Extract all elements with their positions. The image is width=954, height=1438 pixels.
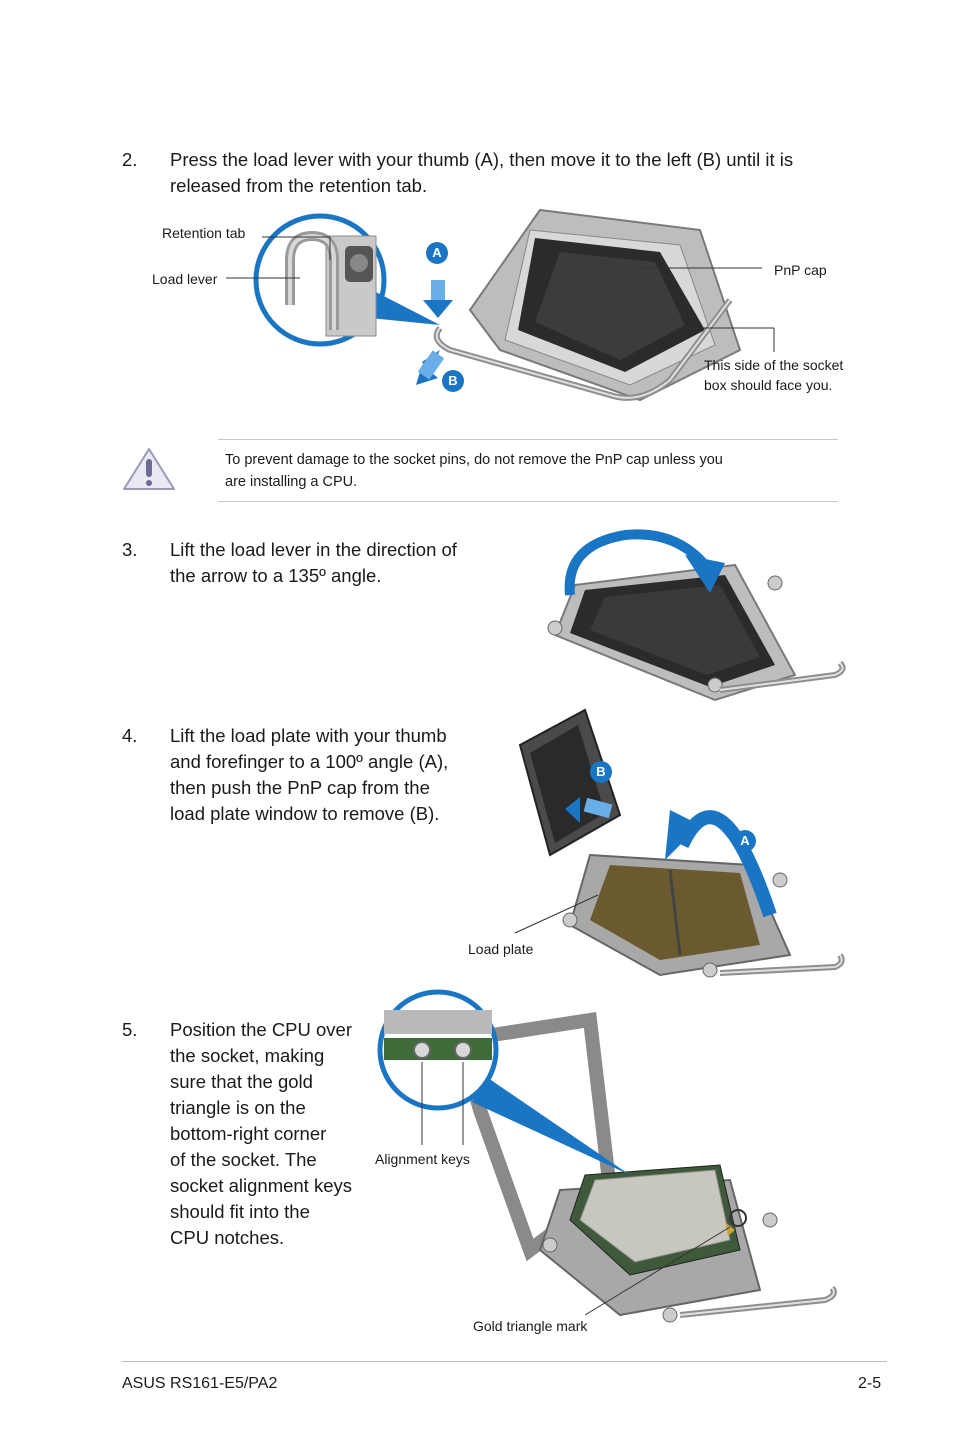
socket-illustration-4 (377, 989, 837, 1323)
socket-illustration-1 (226, 208, 775, 402)
warning-triangle-icon (123, 448, 175, 490)
marker-a: A (734, 830, 756, 852)
caution-line: are installing a CPU. (225, 474, 358, 490)
step-text-line: of the socket. The (170, 1149, 317, 1170)
step-3: 3. Lift the load lever in the direction … (122, 537, 522, 589)
caution-bottom-rule (218, 501, 838, 502)
footer-rule (122, 1361, 887, 1362)
label-line: This side of the socket (704, 357, 844, 373)
step-number: 4. (122, 725, 138, 746)
step-text-line: CPU notches. (170, 1227, 285, 1248)
step-text-line: socket alignment keys (170, 1175, 353, 1196)
figure-place-cpu: Alignment keys Gold triangle mark (370, 989, 850, 1340)
label-alignment-keys: Alignment keys (375, 1151, 470, 1167)
label-pnp-cap: PnP cap (774, 262, 827, 278)
step-text-line: bottom-right corner (170, 1123, 327, 1144)
step-text-line: load plate window to remove (B). (170, 803, 440, 824)
step-number: 2. (122, 149, 138, 170)
label-gold-triangle: Gold triangle mark (473, 1318, 588, 1334)
step-2: 2. Press the load lever with your thumb … (122, 147, 862, 199)
caution-line: To prevent damage to the socket pins, do… (225, 452, 723, 468)
footer-page-number: 2-5 (858, 1375, 882, 1392)
step-text-line: the arrow to a 135º angle. (170, 565, 382, 586)
step-text-line: Press the load lever with your thumb (A)… (170, 149, 794, 170)
step-text-line: released from the retention tab. (170, 175, 428, 196)
step-4: 4. Lift the load plate with your thumb a… (122, 723, 522, 827)
step-text-line: triangle is on the (170, 1097, 306, 1118)
label-load-plate: Load plate (468, 941, 534, 957)
socket-illustration-2 (547, 529, 846, 702)
step-number: 3. (122, 539, 138, 560)
step-text-line: then push the PnP cap from the (170, 777, 430, 798)
marker-a: A (426, 242, 448, 264)
footer-model: ASUS RS161-E5/PA2 (122, 1375, 278, 1392)
caution-top-rule (218, 439, 838, 440)
step-number: 5. (122, 1019, 138, 1040)
label-line: box should face you. (704, 377, 833, 393)
figure-lever-release: A B Retention tab Load lever PnP cap Thi… (140, 200, 880, 420)
step-text-line: Lift the load plate with your thumb (170, 725, 447, 746)
label-retention-tab: Retention tab (162, 225, 246, 241)
step-5: 5. Position the CPU over the socket, mak… (122, 1017, 372, 1251)
label-socket-side: This side of the socket box should face … (704, 356, 843, 394)
marker-b: B (590, 761, 612, 783)
caution-text: To prevent damage to the socket pins, do… (225, 450, 835, 492)
step-text-line: Position the CPU over (170, 1019, 353, 1040)
marker-b: B (442, 370, 464, 392)
step-text-line: should fit into the (170, 1201, 310, 1222)
step-text-line: the socket, making (170, 1045, 325, 1066)
step-text-line: and forefinger to a 100º angle (A), (170, 751, 449, 772)
figure-lift-plate: B A Load plate (460, 705, 850, 995)
step-text-line: sure that the gold (170, 1071, 313, 1092)
label-load-lever: Load lever (152, 271, 218, 287)
step-text-line: Lift the load lever in the direction of (170, 539, 457, 560)
socket-illustration-3 (514, 708, 845, 978)
